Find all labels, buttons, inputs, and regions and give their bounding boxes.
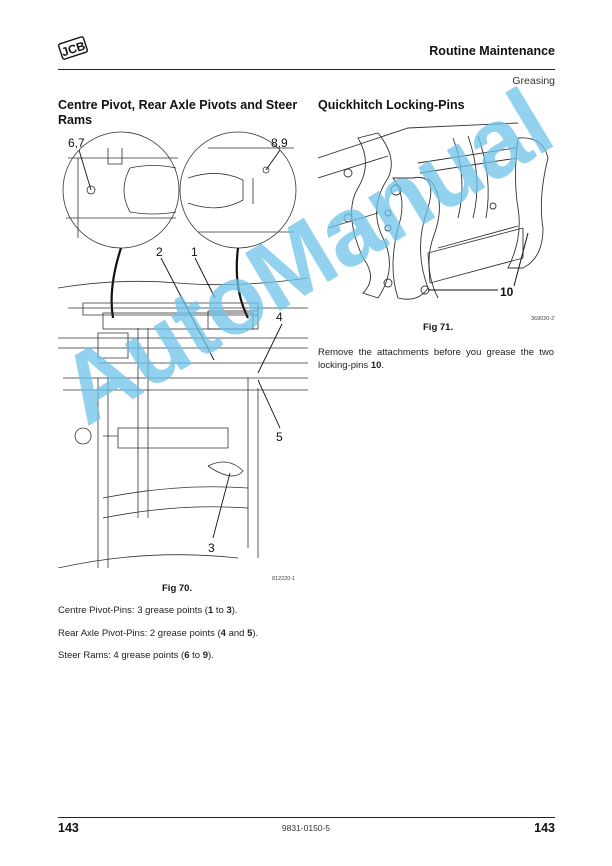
callout-10: 10 <box>500 285 514 299</box>
paragraph-rear-axle: Rear Axle Pivot-Pins: 2 grease points (4… <box>58 628 259 639</box>
footer-divider <box>58 817 555 818</box>
figure-70-illustration: 6,7 8,9 2 1 4 5 3 <box>58 131 308 568</box>
callout-3: 3 <box>208 541 215 555</box>
figure-70-caption: Fig 70. <box>162 583 193 594</box>
figure-71-illustration: 10 <box>318 122 549 300</box>
callout-4: 4 <box>276 310 283 324</box>
figure-71-id: 369020-2 <box>531 316 555 322</box>
paragraph-steer-rams: Steer Rams: 4 grease points (6 to 9). <box>58 650 214 661</box>
figure-71-caption: Fig 71. <box>423 322 454 333</box>
jcb-logo: JCB <box>58 36 88 60</box>
right-section-heading: Quickhitch Locking-Pins <box>318 98 465 112</box>
callout-6-7: 6,7 <box>68 136 85 150</box>
callout-2: 2 <box>156 245 163 259</box>
paragraph-centre-pivot: Centre Pivot-Pins: 3 grease points (1 to… <box>58 605 238 616</box>
callout-5: 5 <box>276 430 283 444</box>
page-number-right: 143 <box>534 821 555 835</box>
subsection-title: Greasing <box>512 75 555 87</box>
section-title: Routine Maintenance <box>429 44 555 58</box>
svg-text:JCB: JCB <box>60 38 87 59</box>
header-divider <box>58 69 555 70</box>
figure-70-id: 812220-1 <box>272 576 296 582</box>
page-number-left: 143 <box>58 821 79 835</box>
callout-1: 1 <box>191 245 198 259</box>
callout-8-9: 8,9 <box>271 136 288 150</box>
paragraph-quickhitch: Remove the attachments before you grease… <box>318 347 554 371</box>
left-section-heading: Centre Pivot, Rear Axle Pivots and Steer… <box>58 98 298 127</box>
document-number: 9831-0150-5 <box>281 823 331 833</box>
